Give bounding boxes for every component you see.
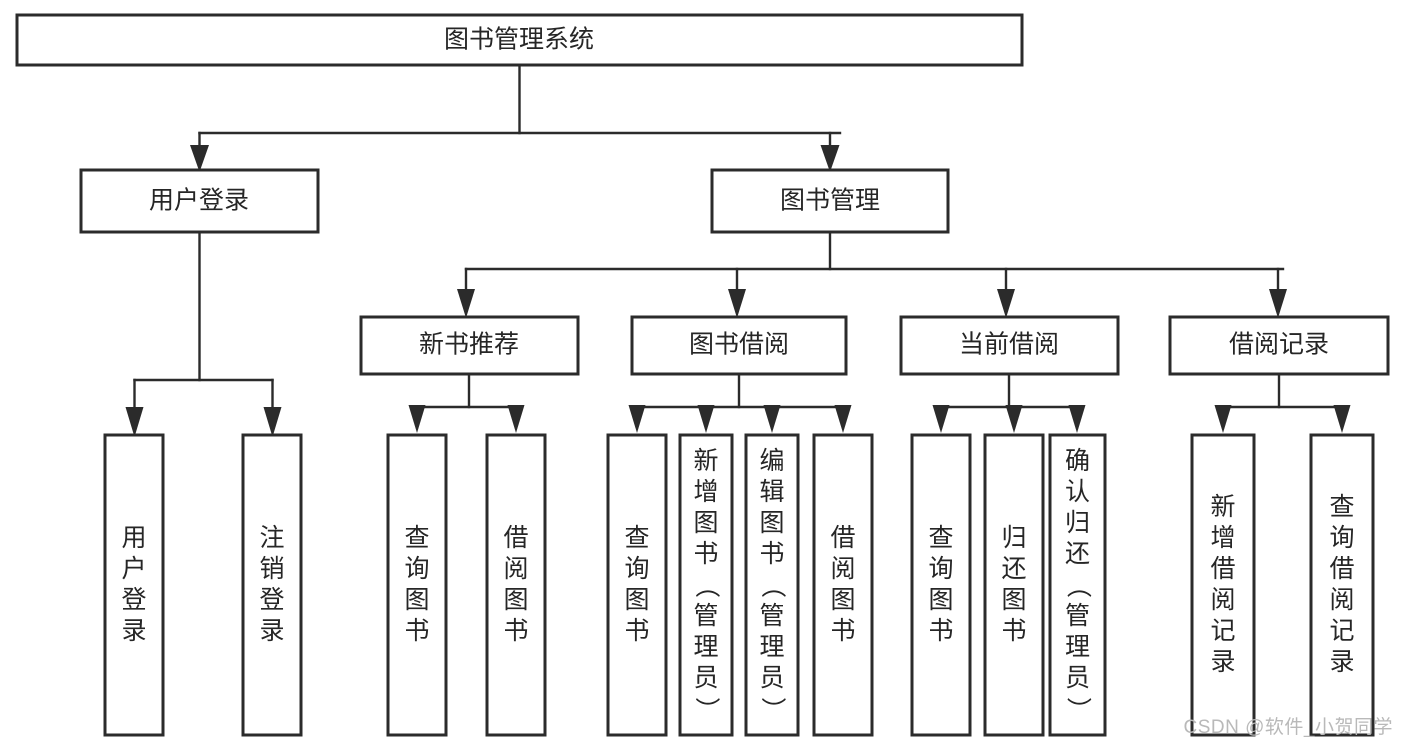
node-leaf-add-record-box[interactable] <box>1190 433 1256 737</box>
arrowhead-leaf-logout <box>263 407 282 437</box>
node-current-borrow-box[interactable] <box>899 315 1120 376</box>
node-book-borrow[interactable]: 图书借阅 <box>630 315 848 376</box>
node-leaf-add-book-box[interactable] <box>678 433 734 737</box>
node-book-borrow-label: 图书借阅 <box>689 331 789 359</box>
node-user-login-label: 用户登录 <box>149 187 249 215</box>
node-new-book-rec-box[interactable] <box>359 315 580 376</box>
arrowhead-leaf-add-book <box>697 405 715 433</box>
node-leaf-user-login-box[interactable] <box>103 433 165 737</box>
node-leaf-edit-book-box[interactable] <box>744 433 800 737</box>
arrowhead-layer <box>125 145 1351 437</box>
node-user-login-box[interactable] <box>79 168 320 234</box>
arrowhead-leaf-borrow-book-rec <box>507 405 525 433</box>
node-leaf-query-book-bor-box[interactable] <box>606 433 668 737</box>
node-leaf-return-book-box[interactable] <box>983 433 1045 737</box>
arrowhead-leaf-query-book-rec <box>408 405 426 433</box>
node-borrow-record-label: 借阅记录 <box>1229 331 1329 359</box>
node-book-manage[interactable]: 图书管理 <box>710 168 950 234</box>
node-leaf-confirm-return-box[interactable] <box>1048 433 1107 737</box>
arrowhead-leaf-confirm-return <box>1068 405 1086 433</box>
node-borrow-record-box[interactable] <box>1168 315 1390 376</box>
arrowhead-leaf-add-record <box>1214 405 1232 433</box>
arrowhead-book-manage <box>820 145 840 172</box>
arrowhead-leaf-query-book-bor <box>628 405 646 433</box>
arrowhead-book-borrow <box>728 289 746 318</box>
node-leaf-query-record-box[interactable] <box>1309 433 1375 737</box>
node-layer: 图书管理系统 用户登录 图书管理 新书推荐 图书借阅 当前 <box>15 13 1390 737</box>
node-root-box[interactable] <box>15 13 1024 67</box>
node-new-book-rec[interactable]: 新书推荐 <box>359 315 580 376</box>
arrowhead-leaf-edit-book <box>763 405 781 433</box>
arrowhead-leaf-query-book-cur <box>932 405 950 433</box>
node-new-book-rec-label: 新书推荐 <box>419 331 519 359</box>
arrowhead-leaf-return-book <box>1005 405 1023 433</box>
arrowhead-new-book-rec <box>457 289 475 318</box>
node-leaf-borrow-book-rec-box[interactable] <box>485 433 547 737</box>
node-borrow-record[interactable]: 借阅记录 <box>1168 315 1390 376</box>
node-book-manage-label: 图书管理 <box>780 187 880 215</box>
node-leaf-query-book-rec-box[interactable] <box>386 433 448 737</box>
arrowhead-leaf-borrow-book-bor <box>834 405 852 433</box>
node-book-manage-box[interactable] <box>710 168 950 234</box>
node-current-borrow-label: 当前借阅 <box>959 331 1059 359</box>
node-root[interactable]: 图书管理系统 <box>15 13 1024 67</box>
arrowhead-current-borrow <box>997 289 1015 318</box>
node-leaf-borrow-book-bor-box[interactable] <box>812 433 874 737</box>
node-user-login[interactable]: 用户登录 <box>79 168 320 234</box>
node-root-label: 图书管理系统 <box>444 26 594 54</box>
node-leaf-logout-box[interactable] <box>241 433 303 737</box>
arrowhead-leaf-user-login <box>125 407 144 437</box>
node-book-borrow-box[interactable] <box>630 315 848 376</box>
node-leaf-query-book-cur-box[interactable] <box>910 433 972 737</box>
node-current-borrow[interactable]: 当前借阅 <box>899 315 1120 376</box>
arrowhead-user-login <box>190 145 209 172</box>
arrowhead-borrow-record <box>1269 289 1287 318</box>
arrowhead-leaf-query-record <box>1333 405 1351 433</box>
